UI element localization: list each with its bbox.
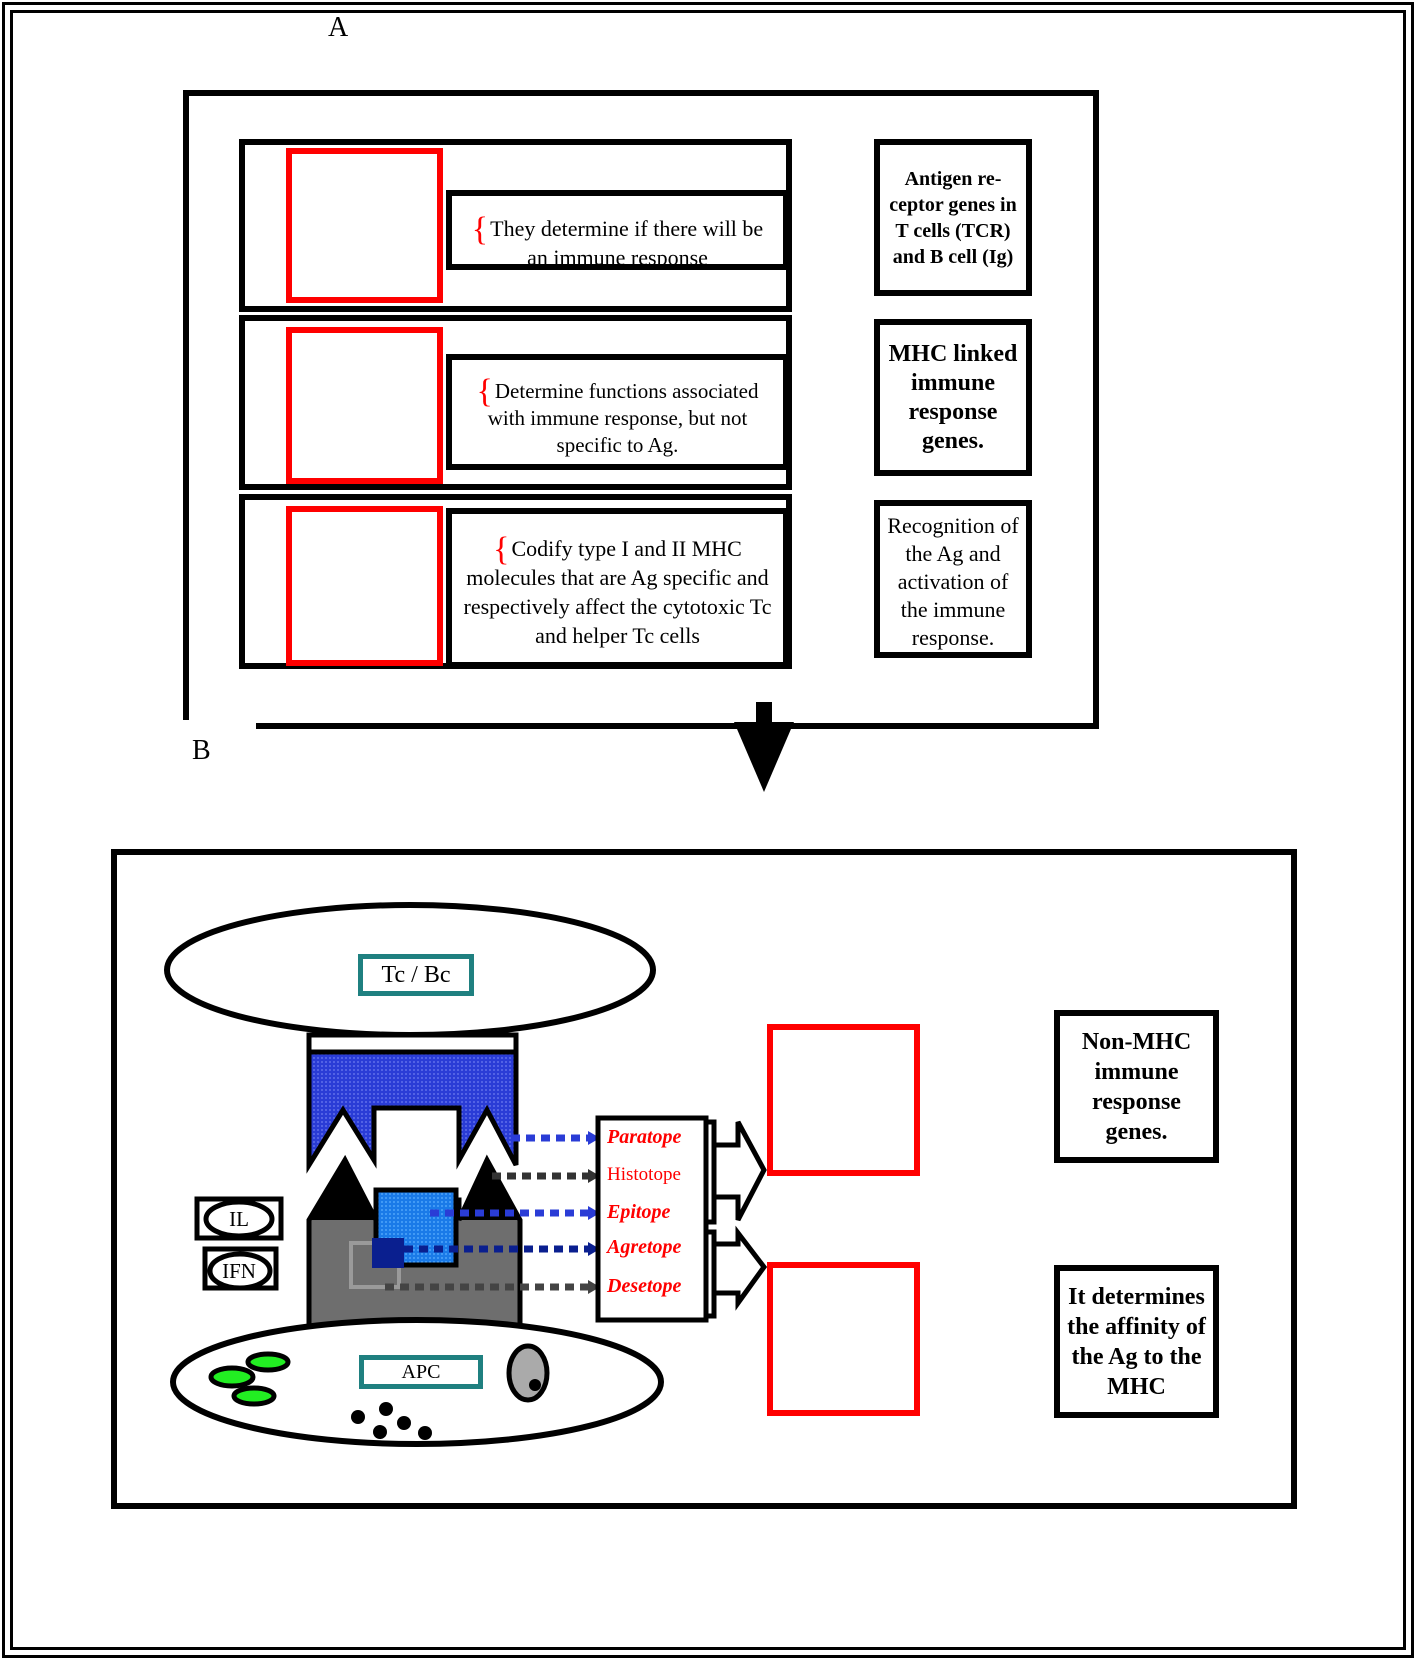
histotope-label: Histotope bbox=[607, 1164, 681, 1185]
row-2-text: Determine functions associated with immu… bbox=[487, 379, 759, 457]
brace-icon: { bbox=[476, 373, 493, 410]
agretope-block bbox=[372, 1238, 404, 1268]
vesicle bbox=[245, 1351, 291, 1373]
panel-label-a: A bbox=[328, 12, 349, 43]
agretope-label: Agretope bbox=[607, 1236, 682, 1258]
row-3-description: {Codify type I and II MHC molecules that… bbox=[446, 508, 789, 668]
down-arrow-icon bbox=[734, 722, 794, 792]
answer-box-a1[interactable] bbox=[286, 148, 443, 303]
receptor bbox=[306, 1049, 519, 1174]
answer-box-a3[interactable] bbox=[286, 506, 443, 666]
brace-icon: { bbox=[471, 211, 489, 248]
brace-icon: { bbox=[493, 531, 510, 568]
paratope-label: Paratope bbox=[607, 1126, 682, 1148]
gene-box-text: MHC linked immune response genes. bbox=[888, 340, 1018, 454]
gene-box-non-mhc: Non-MHC immune response genes. bbox=[1054, 1010, 1219, 1163]
answer-box-b2[interactable] bbox=[767, 1262, 920, 1416]
inner-frame bbox=[10, 10, 1406, 1650]
tope-list-box bbox=[595, 1115, 709, 1323]
vesicle bbox=[208, 1365, 256, 1389]
row-1-text: They determine if there will be an immun… bbox=[490, 216, 764, 270]
gene-box-recognition: Recognition of the Ag and activation of … bbox=[874, 500, 1032, 658]
row-2-description: {Determine functions associated with imm… bbox=[446, 354, 789, 470]
gene-box-mhc-linked: MHC linked immune response genes. bbox=[874, 319, 1032, 476]
arrow-right-icon bbox=[711, 1120, 767, 1222]
antigen bbox=[373, 1187, 459, 1268]
answer-box-b1[interactable] bbox=[767, 1024, 920, 1176]
il-label: IL bbox=[229, 1207, 249, 1231]
panel-label-b: B bbox=[192, 735, 211, 766]
nucleus bbox=[506, 1343, 550, 1403]
vesicle bbox=[231, 1385, 277, 1407]
tc-bc-label: Tc / Bc bbox=[358, 954, 474, 996]
gene-box-text: Antigen re-ceptor genes in T cells (TCR)… bbox=[889, 167, 1017, 268]
gene-box-antigen-receptor: Antigen re-ceptor genes in T cells (TCR)… bbox=[874, 139, 1032, 296]
epitope-label: Epitope bbox=[607, 1201, 671, 1223]
gene-box-text: Non-MHC immune response genes. bbox=[1081, 1028, 1192, 1145]
ifn-label: IFN bbox=[222, 1259, 256, 1283]
gene-box-text: Recognition of the Ag and activation of … bbox=[887, 513, 1019, 650]
apc-label: APC bbox=[359, 1355, 483, 1389]
gene-box-affinity: It determines the affinity of the Ag to … bbox=[1054, 1265, 1219, 1418]
gene-box-text: It determines the affinity of the Ag to … bbox=[1067, 1283, 1206, 1400]
row-3-text: Codify type I and II MHC molecules that … bbox=[463, 536, 772, 648]
desetope-label: Desetope bbox=[607, 1275, 682, 1297]
answer-box-a2[interactable] bbox=[286, 327, 443, 484]
row-1-description: {They determine if there will be an immu… bbox=[446, 190, 789, 270]
arrow-right-icon bbox=[711, 1225, 768, 1311]
